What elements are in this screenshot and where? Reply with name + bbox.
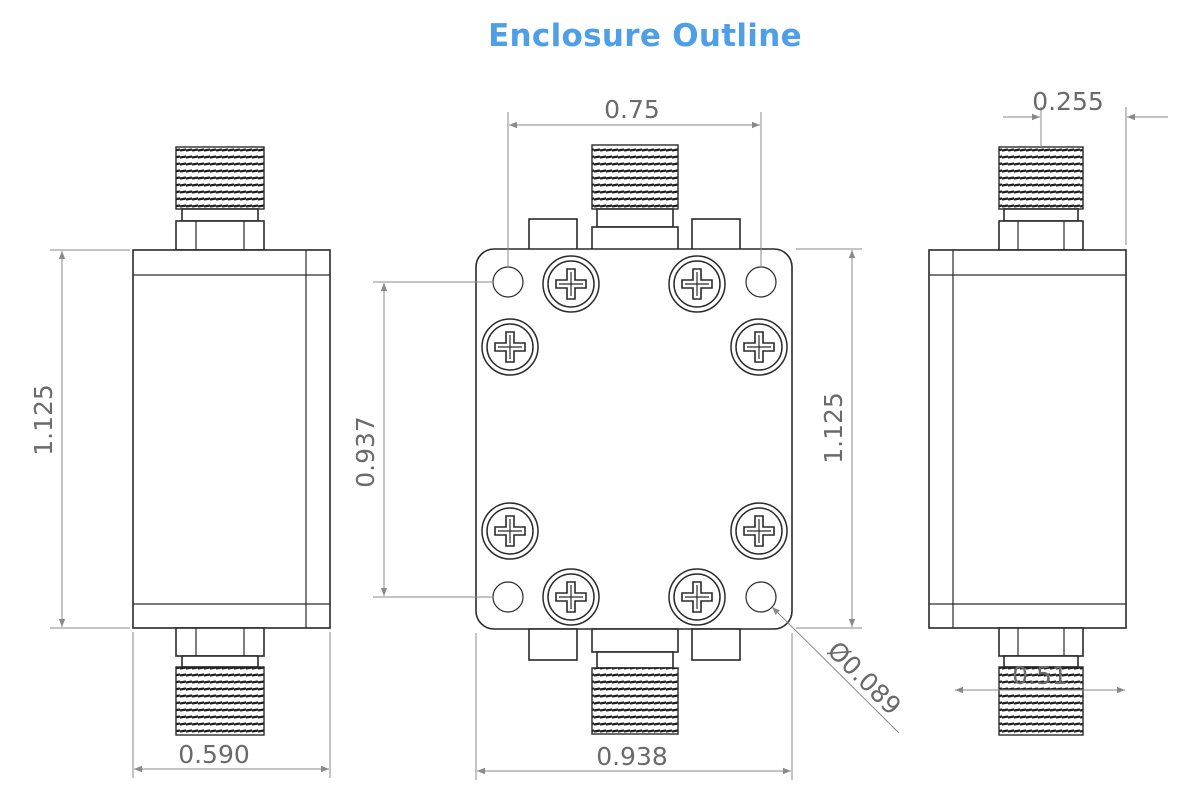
left-width-dimension: 0.590 bbox=[132, 632, 331, 778]
center-front-view bbox=[475, 144, 793, 735]
center-top-width-label: 0.75 bbox=[604, 95, 660, 124]
center-top-tab-left bbox=[528, 218, 578, 251]
screw-8 bbox=[668, 568, 726, 626]
center-top-width-dimension: 0.75 bbox=[507, 95, 762, 268]
center-top-tab-right bbox=[691, 218, 741, 251]
right-bottom-dimension: 0.51 bbox=[955, 661, 1125, 694]
hole-bottom-right bbox=[745, 581, 777, 613]
center-right-height-label: 1.125 bbox=[819, 392, 848, 464]
right-body bbox=[928, 249, 1127, 629]
center-left-height-dimension: 0.937 bbox=[351, 281, 494, 598]
left-side-view bbox=[132, 146, 331, 736]
right-top-label: 0.255 bbox=[1032, 87, 1104, 116]
left-height-dimension: 1.125 bbox=[29, 249, 130, 629]
hole-diameter-label: Ø0.089 bbox=[822, 636, 907, 721]
left-body bbox=[132, 249, 331, 629]
screw-1 bbox=[542, 255, 600, 313]
center-right-height-dimension: 1.125 bbox=[796, 248, 862, 629]
screw-7 bbox=[542, 568, 600, 626]
right-bottom-label: 0.51 bbox=[1012, 661, 1068, 690]
right-top-nut bbox=[998, 220, 1084, 251]
right-bottom-thread bbox=[998, 666, 1084, 736]
center-bottom-thread bbox=[591, 667, 679, 735]
screw-5 bbox=[481, 502, 539, 560]
center-bottom-tab-right bbox=[691, 628, 741, 661]
right-side-view bbox=[928, 146, 1127, 736]
left-width-label: 0.590 bbox=[178, 740, 250, 769]
center-left-height-label: 0.937 bbox=[351, 416, 380, 488]
center-body bbox=[475, 248, 793, 630]
right-top-dimension: 0.255 bbox=[1003, 87, 1168, 245]
right-top-thread bbox=[998, 146, 1084, 210]
left-bottom-thread bbox=[175, 666, 265, 736]
screw-6 bbox=[730, 502, 788, 560]
page-title: Enclosure Outline bbox=[488, 18, 802, 54]
screw-4 bbox=[730, 318, 788, 376]
left-bottom-nut bbox=[175, 627, 265, 657]
center-bottom-width-label: 0.938 bbox=[596, 742, 668, 771]
left-top-nut bbox=[175, 220, 265, 251]
screw-3 bbox=[481, 318, 539, 376]
left-top-thread bbox=[175, 146, 265, 210]
screw-2 bbox=[668, 255, 726, 313]
center-bottom-tab-left bbox=[528, 628, 578, 661]
right-bottom-nut bbox=[998, 627, 1084, 657]
center-bottom-width-dimension: 0.938 bbox=[475, 633, 793, 780]
left-height-label: 1.125 bbox=[29, 384, 58, 456]
center-top-thread bbox=[591, 144, 679, 210]
